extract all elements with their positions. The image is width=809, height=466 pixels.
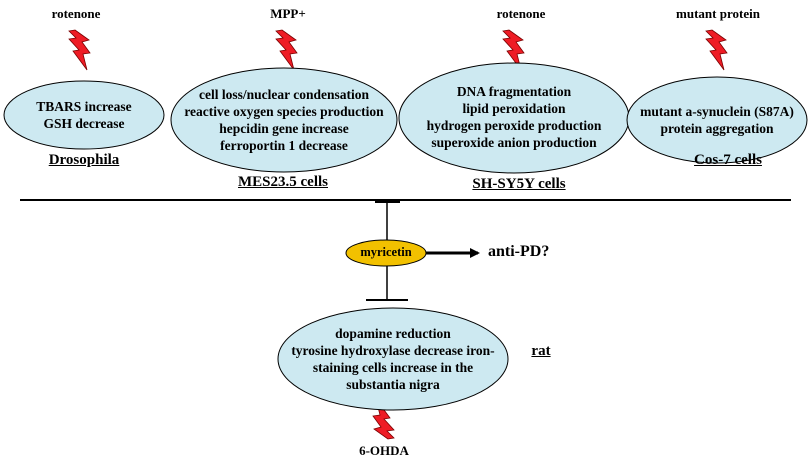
mes235-effects-ellipse — [170, 67, 398, 173]
lightning-bolt-icon — [705, 29, 728, 71]
drosophila-effects-ellipse — [3, 80, 165, 150]
cos7-effects-ellipse — [626, 76, 808, 164]
effect-line: mutant a-synuclein (S87A) — [640, 104, 794, 119]
effect-line: ferroportin 1 decrease — [220, 138, 348, 153]
shsy5y-stimulus-label: rotenone — [496, 6, 546, 21]
effect-line: cell loss/nuclear condensation — [198, 87, 369, 102]
effect-line: hepcidin gene increase — [219, 121, 349, 136]
effect-line: dopamine reduction — [335, 326, 451, 341]
drosophila-stimulus-label: rotenone — [51, 6, 101, 21]
effect-line: protein aggregation — [660, 121, 774, 136]
drosophila-model-label: Drosophila — [48, 152, 120, 168]
rat-effects-text: dopamine reduction tyrosine hydroxylase … — [280, 320, 506, 398]
effect-line: substantia nigra — [346, 377, 440, 392]
mes235-stimulus-label: MPP+ — [270, 6, 306, 21]
rat-effects-ellipse — [277, 307, 509, 411]
effect-line: staining cells increase in the — [312, 360, 474, 375]
effect-line: DNA fragmentation — [456, 84, 572, 99]
effect-line: reactive oxygen species production — [184, 104, 384, 119]
effect-line: tyrosine hydroxylase decrease iron- — [291, 343, 495, 358]
effect-line: superoxide anion production — [431, 135, 597, 150]
cos7-model-label: Cos-7 cells — [694, 152, 762, 168]
cos7-effects-text: mutant a-synuclein (S87A) protein aggreg… — [628, 100, 806, 140]
effect-line: GSH decrease — [43, 116, 125, 131]
effect-line: hydrogen peroxide production — [426, 118, 602, 133]
shsy5y-effects-text: DNA fragmentation lipid peroxidation hyd… — [400, 74, 628, 160]
lightning-bolt-icon — [275, 29, 298, 71]
lightning-bolt-icon — [68, 29, 91, 71]
myricetin-label: myricetin — [360, 245, 412, 259]
bottom-stimulus-label: 6-OHDA — [359, 443, 409, 458]
shsy5y-model-label: SH-SY5Y cells — [472, 176, 566, 192]
drosophila-effects-text: TBARS increase GSH decrease — [9, 87, 159, 143]
mes235-model-label: MES23.5 cells — [238, 174, 328, 190]
cos7-stimulus-label: mutant protein — [676, 6, 760, 21]
effect-line: lipid peroxidation — [462, 101, 566, 116]
anti-pd-label: anti-PD? — [488, 243, 550, 260]
effect-line: TBARS increase — [36, 99, 132, 114]
rat-model-label: rat — [531, 343, 551, 359]
mes235-effects-text: cell loss/nuclear condensation reactive … — [172, 76, 396, 164]
